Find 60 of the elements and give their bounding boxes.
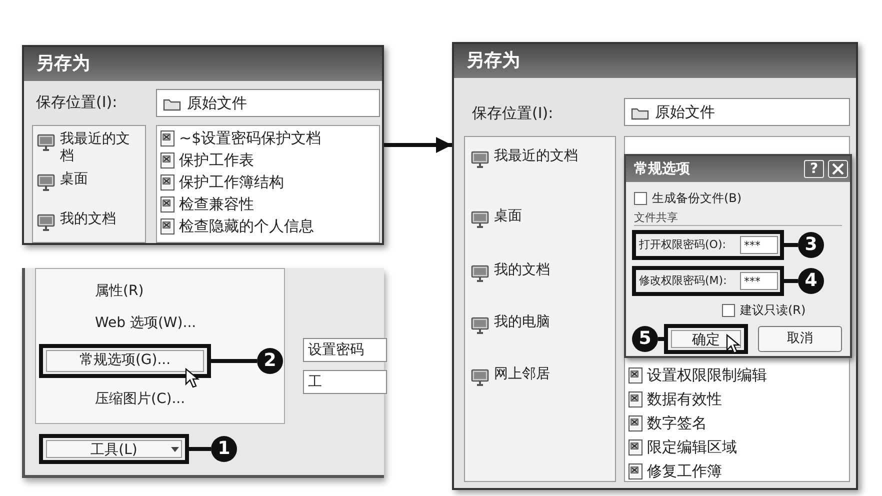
callout-number: 5 <box>632 326 658 352</box>
sidebar-item: 我最近的文档 <box>60 131 131 165</box>
leader-line <box>211 359 257 363</box>
callout-number: 1 <box>211 436 237 462</box>
help-button: ? <box>804 160 824 178</box>
password-field: *** <box>740 236 778 254</box>
checkbox-label: 建议只读(R) <box>740 302 806 319</box>
sidebar-item: 桌面 <box>494 208 523 225</box>
highlight-frame <box>39 344 211 378</box>
sidebar-item: 网上邻居 <box>494 366 551 383</box>
password-field: *** <box>740 272 778 290</box>
file-name: 检查隐藏的个人信息 <box>179 217 314 236</box>
dialog-window <box>452 42 858 490</box>
leader-line <box>784 279 798 283</box>
dropdown-value: 原始文件 <box>187 94 247 113</box>
dialog-window <box>22 45 384 245</box>
window-panel <box>22 268 384 478</box>
menu-item: 属性(R) <box>95 282 144 300</box>
leader-line <box>658 337 664 341</box>
file-name: 保护工作簿结构 <box>179 173 284 192</box>
file-name: 数据有效性 <box>647 390 722 409</box>
title-bar: 另存为 <box>24 47 382 81</box>
field-label: 打开权限密码(O): <box>639 237 726 253</box>
toolbar-button: 工具(L) <box>46 440 182 458</box>
highlight-frame <box>664 324 748 354</box>
highlight-frame <box>39 434 189 464</box>
highlight-frame <box>632 230 784 260</box>
menu-item: 常规选项(G)... <box>46 350 204 372</box>
title-bar: 另存为 <box>454 44 856 78</box>
sidebar-item: 桌面 <box>60 171 89 188</box>
sidebar-item: 我最近的文档 <box>494 148 579 165</box>
cancel-button: 取消 <box>758 326 842 352</box>
file-name: 修复工作簿 <box>647 462 722 481</box>
file-name: 检查兼容性 <box>179 195 254 214</box>
arrow <box>384 137 452 153</box>
sidebar-item: 我的文档 <box>60 211 117 228</box>
file-name: 保护工作表 <box>179 151 254 170</box>
text-field: 设置密码 <box>303 338 387 362</box>
menu-item: Web 选项(W)... <box>95 314 196 332</box>
file-name: 设置权限限制编辑 <box>647 366 767 385</box>
sidebar-item: 我的电脑 <box>494 314 551 331</box>
field-label: 修改权限密码(M): <box>639 273 727 289</box>
ok-button: 确定 <box>671 330 741 348</box>
group-heading: 文件共享 <box>634 210 842 226</box>
sidebar-item: 我的文档 <box>494 262 551 279</box>
dropdown-value: 原始文件 <box>655 103 715 122</box>
dialog-window <box>624 154 852 358</box>
checkbox-label: 生成备份文件(B) <box>652 190 742 207</box>
file-name: 数字签名 <box>647 414 707 433</box>
leader-line <box>784 243 798 247</box>
text-field: 工 <box>303 370 387 394</box>
callout-number: 3 <box>798 232 824 258</box>
field-label: 保存位置(I): <box>36 93 118 112</box>
highlight-frame <box>632 266 784 296</box>
callout-number: 4 <box>798 268 824 294</box>
field-label: 保存位置(I): <box>472 104 554 123</box>
menu-item: 压缩图片(C)... <box>95 390 186 408</box>
file-name: ~$设置密码保护文档 <box>179 129 322 148</box>
file-name: 限定编辑区域 <box>647 438 737 457</box>
leader-line <box>189 447 211 451</box>
